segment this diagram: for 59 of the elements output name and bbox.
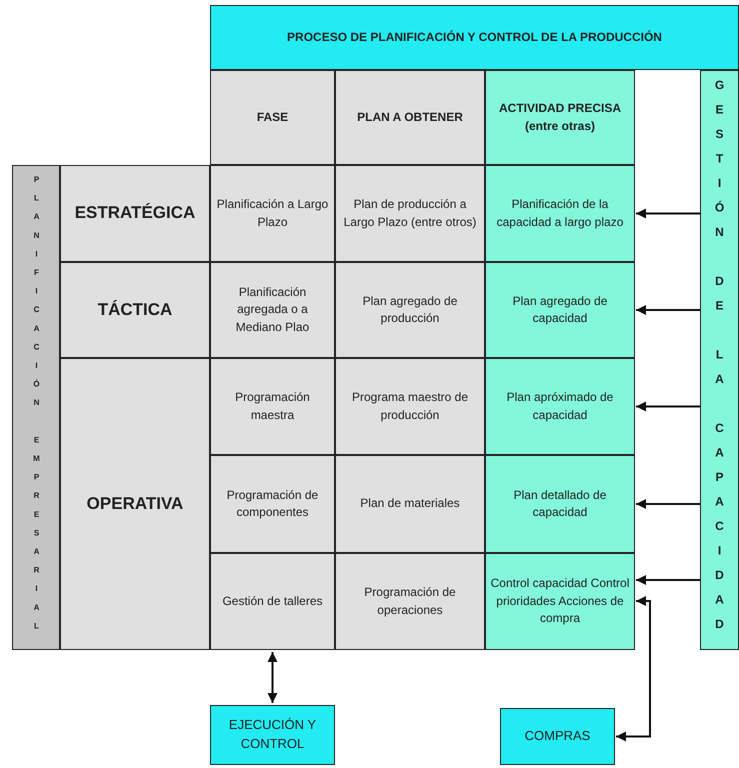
heading-text: GESTIÓN DE LA CAPACIDAD [714,78,726,642]
arrow [636,575,700,585]
heading-text: PLAN A OBTENER [356,108,464,126]
level-box [60,358,210,650]
level-label: TÁCTICA [96,298,174,321]
heading-text: PLANIFICACIÓN EMPRESARIAL [32,175,40,640]
arrow [636,499,700,509]
level-label: OPERATIVA [86,492,184,515]
table-cell [335,165,485,262]
cell-text: Programa maestro de producción [350,389,470,424]
heading-text: ACTIVIDAD PRECISA (entre otras) [498,100,622,134]
vertical-label-bar [12,165,60,650]
heading-text: COMPRAS [524,727,592,746]
cell-text: Plan de materiales [359,495,461,512]
table-cell [210,358,335,455]
cell-text: Programación de componentes [226,486,320,521]
heading-text: FASE [256,108,290,126]
table-cell [335,262,485,358]
table-cell [210,165,335,262]
cell-text: Plan agregado de capacidad [512,292,608,327]
process-box [500,708,615,765]
level-box [60,165,210,262]
header-box [210,5,739,70]
arrow [636,402,700,412]
cell-text: Planificación a Largo Plazo [216,196,330,230]
table-cell [485,165,635,262]
table-cell [335,553,485,650]
table-cell [485,262,635,358]
cell-text: Plan detallado de capacidad [512,486,608,521]
cell-text: Control capacidad Control prioridades Acciones de compra [490,575,630,628]
table-cell [210,553,335,650]
cell-text: Plan apróximado de capacidad [506,389,614,424]
cell-text: Planificación agregada o a Mediano Plao [234,284,310,336]
table-cell [485,358,635,455]
arrow [636,305,700,315]
table-cell [335,455,485,553]
heading-text: EJECUCIÓN Y CONTROL [228,716,318,753]
arrow [636,208,700,218]
cell-text: Planificación de la capacidad a largo plazo [496,196,624,230]
table-cell [485,455,635,553]
column-header [210,70,335,165]
cell-text: Programación de operaciones [363,584,457,618]
column-header [335,70,485,165]
level-label: ESTRATÉGICA [74,202,196,224]
table-cell [210,262,335,358]
table-cell [485,553,635,650]
table-cell [210,455,335,553]
vertical-label-bar [700,70,739,650]
arrow [268,652,278,703]
cell-text: Programación maestra [234,389,311,424]
column-header [485,70,635,165]
process-box [210,705,335,765]
heading-text: PROCESO DE PLANIFICACIÓN Y CONTROL DE LA PRODUCCIÓN [286,28,663,46]
cell-text: Plan de producción a Largo Plazo (entre otros) [342,196,478,230]
cell-text: Gestión de talleres [221,592,324,610]
cell-text: Plan agregado de producción [362,292,458,327]
arrow [616,596,651,742]
table-cell [335,358,485,455]
level-box [60,262,210,358]
